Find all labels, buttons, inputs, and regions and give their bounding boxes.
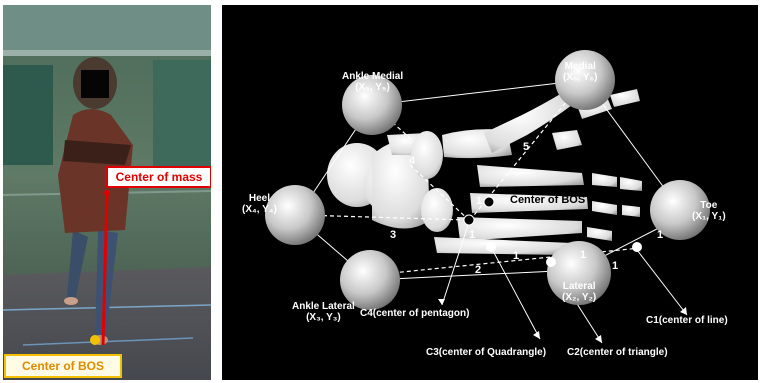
- number-1-line: 1: [657, 229, 663, 241]
- number-1-low: 1: [612, 260, 618, 272]
- lateral-label: Lateral (X₂, Y₂): [562, 281, 596, 303]
- number-1-pentagon: 1: [476, 195, 482, 207]
- c2-label: C2(center of triangle): [567, 347, 668, 358]
- number-4: 4: [409, 155, 415, 167]
- foot-diagram: Ankle Medial (X₅, Y₅) Medial (X₆, Y₆) He…: [222, 5, 758, 380]
- photo-scene: [3, 5, 211, 380]
- center-of-mass-label: Center of mass: [106, 166, 211, 188]
- toe-label: Toe (X₁, Y₁): [692, 200, 726, 222]
- number-1-triangle-a: 1: [513, 250, 519, 262]
- number-1-quadrangle: 1: [469, 229, 475, 241]
- number-3: 3: [390, 229, 396, 241]
- number-2: 2: [475, 264, 481, 276]
- center-of-bos-label: Center of BOS: [4, 354, 122, 378]
- center-of-bos-text: Center of BOS: [510, 195, 585, 206]
- ankle-lateral-label: Ankle Lateral (X₃, Y₃): [292, 301, 355, 323]
- c3-label: C3(center of Quadrangle): [426, 347, 546, 358]
- c4-label: C4(center of pentagon): [360, 308, 469, 319]
- c1-label: C1(center of line): [646, 315, 728, 326]
- standing-person-photo: Center of mass Center of BOS: [3, 5, 211, 380]
- ankle-medial-label: Ankle Medial (X₅, Y₅): [342, 71, 403, 93]
- medial-label: Medial (X₆, Y₆): [563, 61, 597, 83]
- heel-label: Heel (X₄, Y₄): [242, 193, 277, 215]
- number-1-triangle-b: 1: [580, 249, 586, 261]
- number-5: 5: [523, 141, 529, 153]
